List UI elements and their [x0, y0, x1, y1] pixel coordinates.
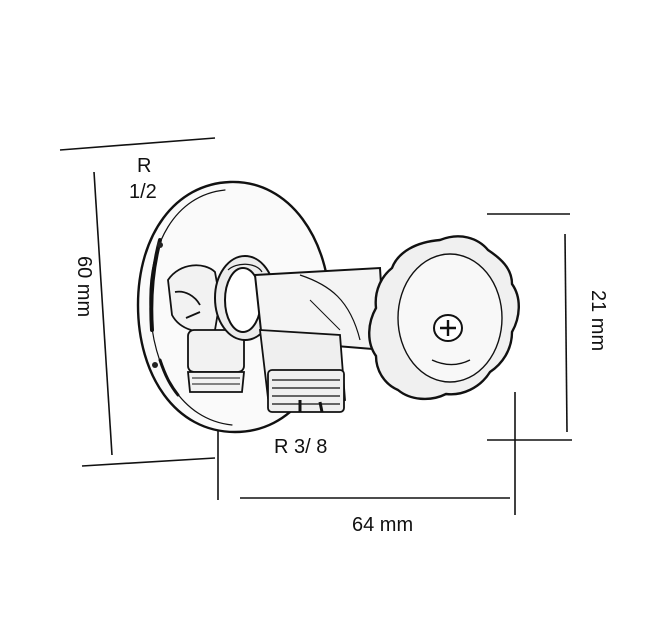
valve-body	[167, 264, 245, 393]
thread-outlet-label: R 3/ 8	[274, 436, 328, 458]
dim-top-extension	[59, 137, 216, 151]
knob-detail	[431, 359, 471, 366]
dim-21-line	[564, 233, 568, 433]
thread-inlet-label-line1: R	[137, 155, 152, 177]
handle-knob	[368, 235, 520, 401]
thread-inlet-label-line2: 1/2	[129, 181, 157, 203]
handle-dimension-label: 21 mm	[587, 290, 609, 352]
dim-60-line	[93, 171, 113, 456]
outlet-thread	[258, 329, 346, 413]
width-dimension-label: 64 mm	[352, 514, 414, 536]
height-dimension-label: 60 mm	[73, 256, 95, 318]
dim-bottom-extension	[81, 457, 216, 467]
